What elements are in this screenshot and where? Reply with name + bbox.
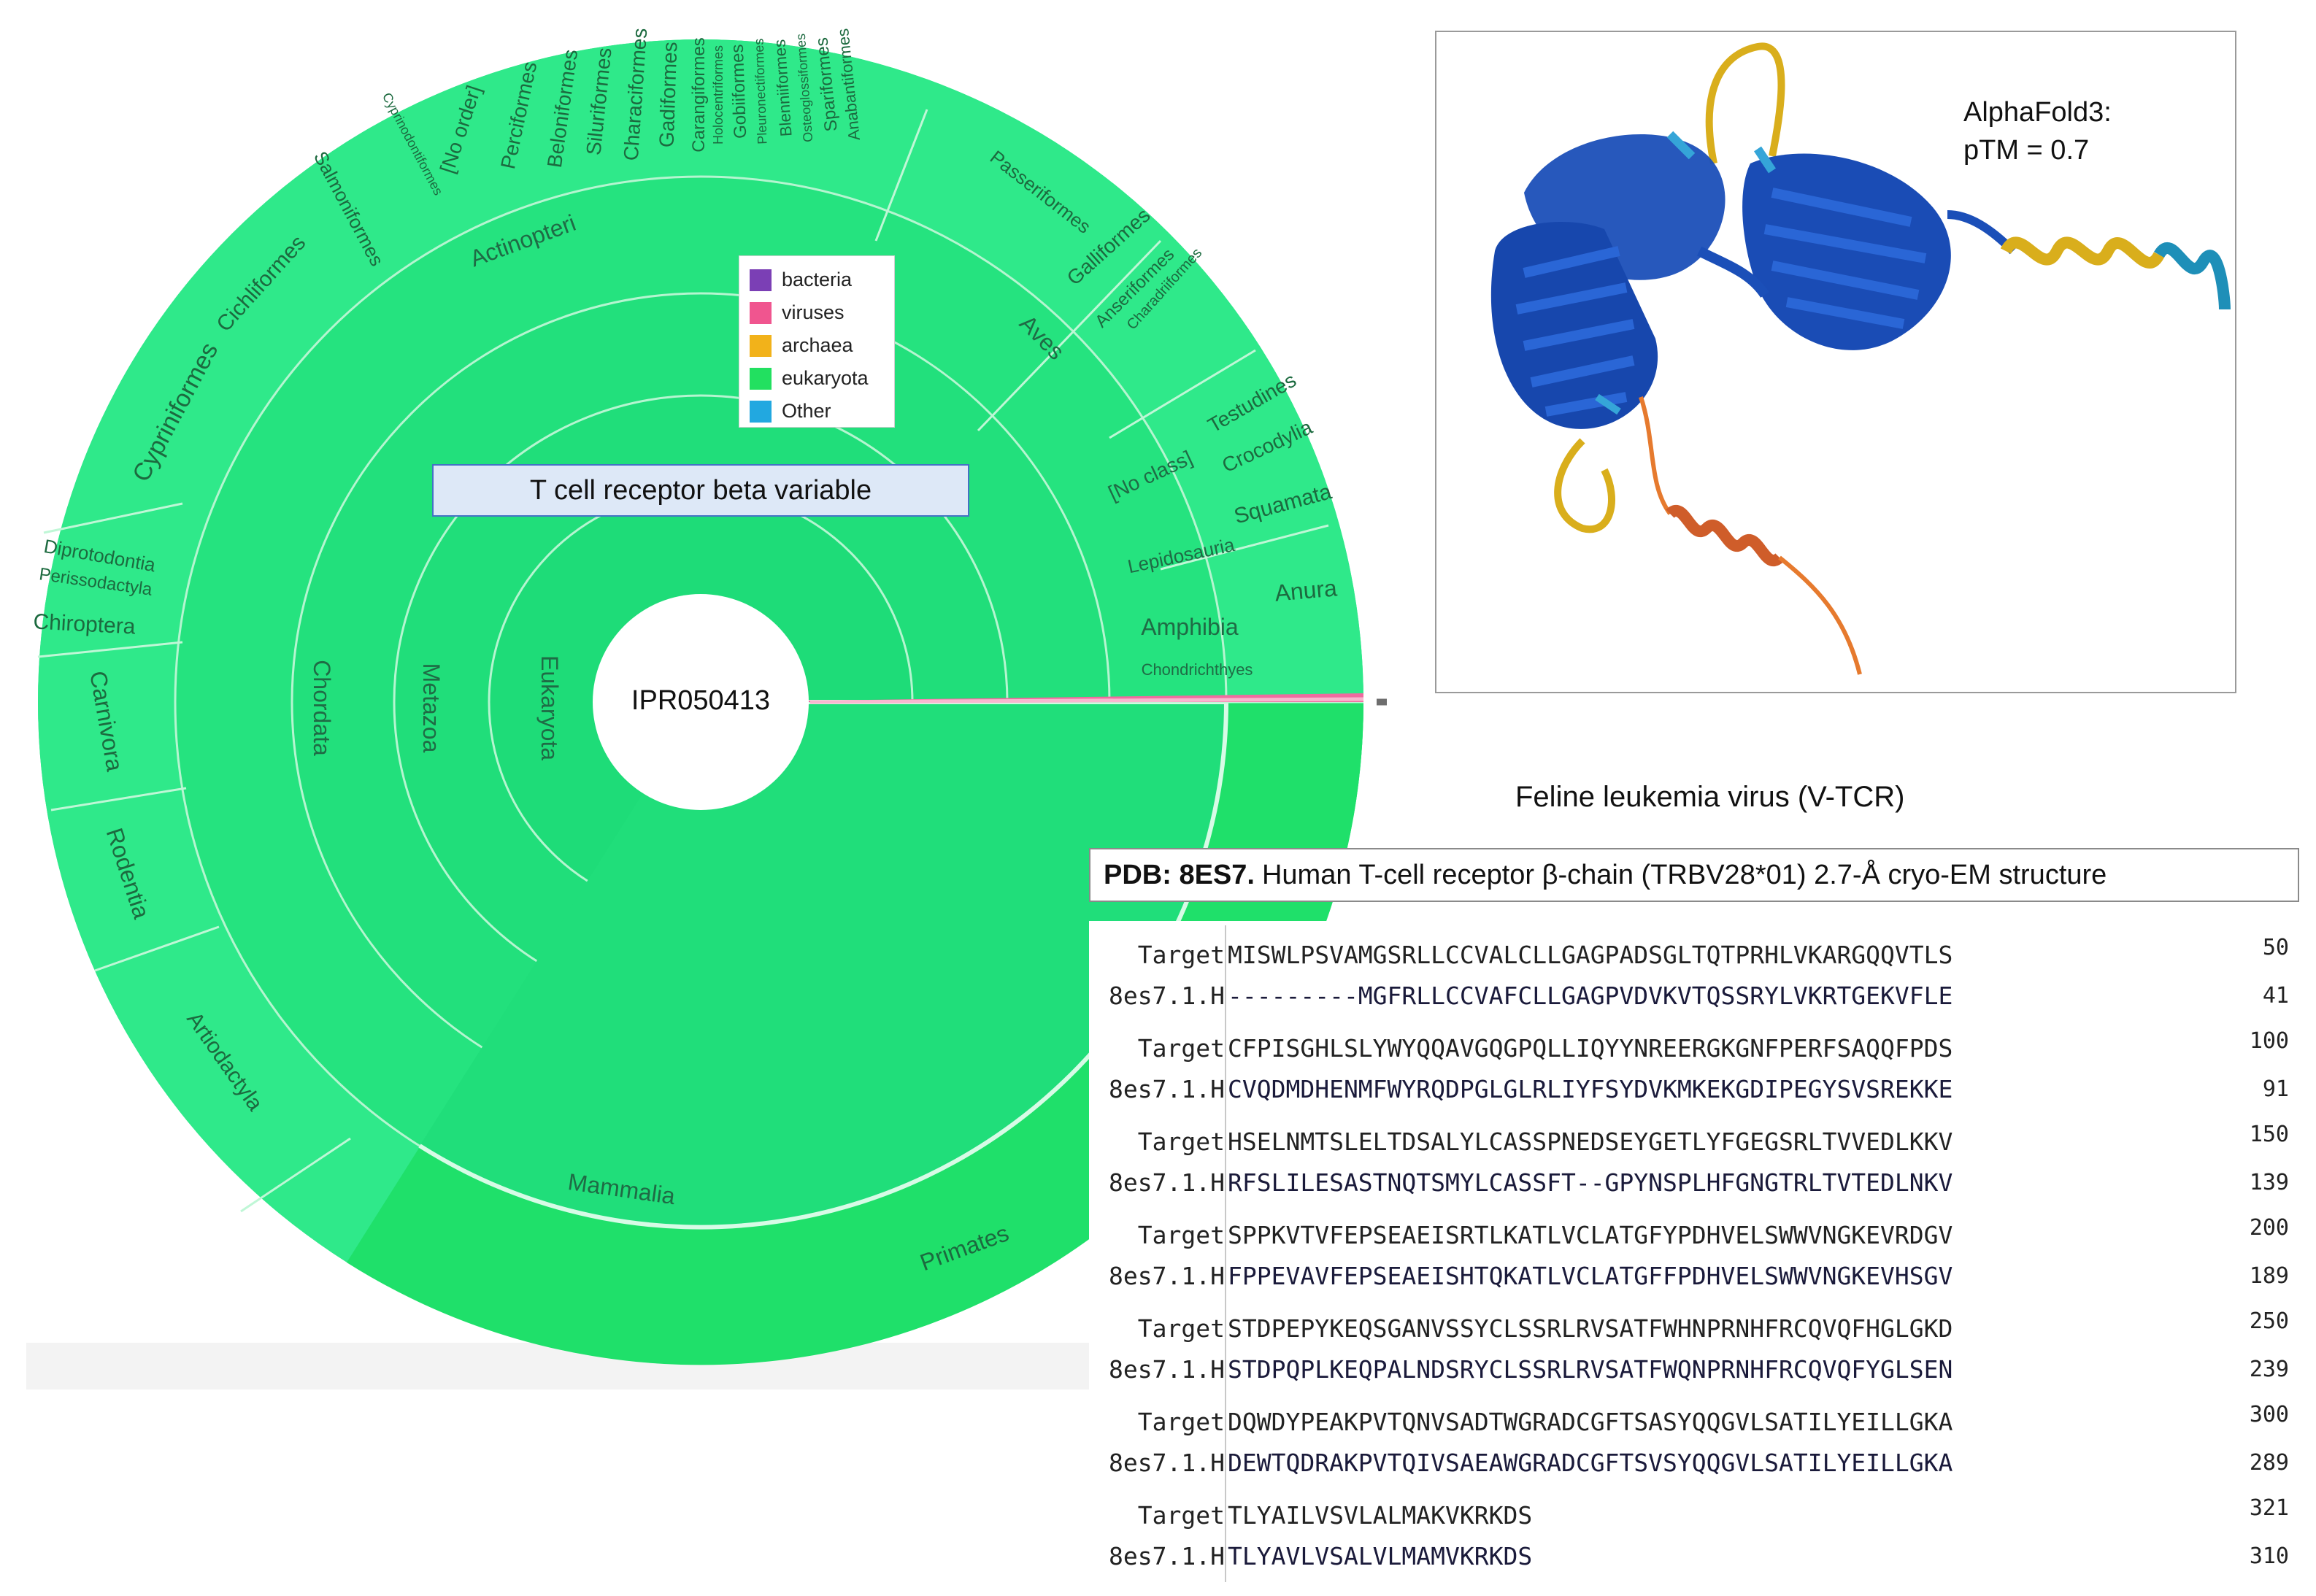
target-row-end: 100 xyxy=(2249,1028,2289,1054)
legend-label: Other xyxy=(782,400,831,422)
query-row-name: 8es7.1.H xyxy=(1109,1355,1225,1384)
target-sequence: MISWLPSVAMGSRLLCCVALCLLGAGPADSGLTQTPRHLV… xyxy=(1228,941,1953,969)
order-label: Holocentriformes xyxy=(711,45,726,144)
sequence-alignment xyxy=(1089,921,2299,1578)
query-row-name: 8es7.1.H xyxy=(1109,1168,1225,1197)
target-sequence: CFPISGHLSLYWYQQAVGQGPQLLIQYYNREERGKGNFPE… xyxy=(1228,1034,1953,1063)
ring-label-metazoa: Metazoa xyxy=(418,663,445,753)
legend-label: viruses xyxy=(782,301,845,323)
alphafold-label: AlphaFold3: pTM = 0.7 xyxy=(1963,93,2112,169)
target-row-end: 321 xyxy=(2249,1495,2289,1521)
legend-swatch xyxy=(750,301,772,324)
pdb-header: PDB: 8ES7. Human T-cell receptor β-chain… xyxy=(1089,848,2299,902)
target-row-name: Target xyxy=(1137,1314,1225,1343)
alignment-divider xyxy=(1225,925,1226,1582)
query-row-end: 41 xyxy=(2262,983,2289,1009)
order-label: Gadiformes xyxy=(655,42,681,148)
family-title-text: T cell receptor beta variable xyxy=(529,474,872,506)
sunburst-center xyxy=(593,594,809,810)
query-row-name: 8es7.1.H xyxy=(1109,1262,1225,1290)
order-label: Anura xyxy=(1274,574,1338,606)
query-row-end: 239 xyxy=(2249,1357,2289,1382)
class-label-amphibia: Amphibia xyxy=(1141,614,1239,640)
query-sequence: CVQDMDHENMFWYRQDPGLGLRLIYFSYDVKMKEKGDIPE… xyxy=(1228,1075,1953,1103)
legend-item-archaea: archaea xyxy=(750,329,884,362)
legend-swatch xyxy=(750,400,772,423)
query-sequence: ---------MGFRLLCCVAFCLLGAGPVDVKVTQSSRYLV… xyxy=(1228,982,1953,1010)
target-row-name: Target xyxy=(1137,1501,1225,1530)
query-row-name: 8es7.1.H xyxy=(1109,1542,1225,1570)
order-label: Chiroptera xyxy=(33,609,136,639)
target-row-name: Target xyxy=(1137,1221,1225,1249)
legend-label: archaea xyxy=(782,334,853,356)
legend-item-bacteria: bacteria xyxy=(750,263,884,296)
query-row-end: 139 xyxy=(2249,1170,2289,1195)
legend-item-other: Other xyxy=(750,395,884,428)
query-sequence: TLYAVLVSALVLMAMVKRKDS xyxy=(1228,1542,1533,1570)
legend-swatch xyxy=(750,367,772,390)
center-label: IPR050413 xyxy=(631,685,770,716)
protein-structure-cartoon xyxy=(1490,42,2231,675)
query-row-end: 310 xyxy=(2249,1543,2289,1569)
target-row-end: 250 xyxy=(2249,1308,2289,1334)
legend-swatch xyxy=(750,334,772,357)
order-label: Gobiiformes xyxy=(728,44,750,139)
alphafold-structure-panel xyxy=(1435,31,2236,693)
query-sequence: DEWTQDRAKPVTQIVSAEAWGRADCGFTSVSYQQGVLSAT… xyxy=(1228,1449,1953,1477)
virus-callout-label: Feline leukemia virus (V-TCR) xyxy=(1515,781,1905,813)
target-row-end: 300 xyxy=(2249,1402,2289,1427)
class-label-chondrichthyes: Chondrichthyes xyxy=(1142,660,1253,679)
target-sequence: DQWDYPEAKPVTQNVSADTWGRADCGFTSASYQQGVLSAT… xyxy=(1228,1408,1953,1436)
query-row-name: 8es7.1.H xyxy=(1109,1449,1225,1477)
target-row-name: Target xyxy=(1137,1127,1225,1156)
legend-label: bacteria xyxy=(782,269,853,290)
alphafold-ptm: pTM = 0.7 xyxy=(1963,135,2090,166)
query-row-name: 8es7.1.H xyxy=(1109,1075,1225,1103)
target-row-name: Target xyxy=(1137,1034,1225,1063)
query-row-end: 91 xyxy=(2262,1076,2289,1102)
pdb-id: PDB: 8ES7. xyxy=(1104,859,1255,890)
target-row-end: 150 xyxy=(2249,1122,2289,1147)
query-row-end: 289 xyxy=(2249,1450,2289,1476)
alphafold-line1: AlphaFold3: xyxy=(1963,97,2112,128)
legend-item-eukaryota: eukaryota xyxy=(750,362,884,395)
pdb-description: Human T-cell receptor β-chain (TRBV28*01… xyxy=(1261,859,2107,890)
target-row-end: 200 xyxy=(2249,1215,2289,1241)
order-label: Carangiformes xyxy=(689,37,709,152)
query-row-end: 189 xyxy=(2249,1263,2289,1289)
query-sequence: FPPEVAVFEPSEAEISHTQKATLVCLATGFFPDHVELSWW… xyxy=(1228,1262,1953,1290)
legend-swatch xyxy=(750,269,772,291)
target-row-name: Target xyxy=(1137,1408,1225,1436)
target-sequence: SPPKVTVFEPSEAEISRTLKATLVCLATGFYPDHVELSWW… xyxy=(1228,1221,1953,1249)
legend-item-viruses: viruses xyxy=(750,296,884,329)
query-sequence: RFSLILESASTNQTSMYLCASSFT--GPYNSPLHFGNGTR… xyxy=(1228,1168,1953,1197)
query-row-name: 8es7.1.H xyxy=(1109,982,1225,1010)
kingdom-legend: bacteria viruses archaea eukaryota Other xyxy=(739,255,895,428)
family-title: T cell receptor beta variable xyxy=(432,464,969,517)
target-sequence: TLYAILVSVLALMAKVKRKDS xyxy=(1228,1501,1533,1530)
legend-label: eukaryota xyxy=(782,367,869,389)
query-sequence: STDPQPLKEQPALNDSRYCLSSRLRVSATFWQNPRNHFRC… xyxy=(1228,1355,1953,1384)
ring-label-eukaryota: Eukaryota xyxy=(536,655,563,760)
ring-label-chordata: Chordata xyxy=(309,660,335,756)
target-sequence: HSELNMTSLELTDSALYLCASSPNEDSEYGETLYFGEGSR… xyxy=(1228,1127,1953,1156)
target-row-name: Target xyxy=(1137,941,1225,969)
target-sequence: STDPEPYKEQSGANVSSYCLSSRLRVSATFWHNPRNHFRC… xyxy=(1228,1314,1953,1343)
target-row-end: 50 xyxy=(2262,935,2289,960)
